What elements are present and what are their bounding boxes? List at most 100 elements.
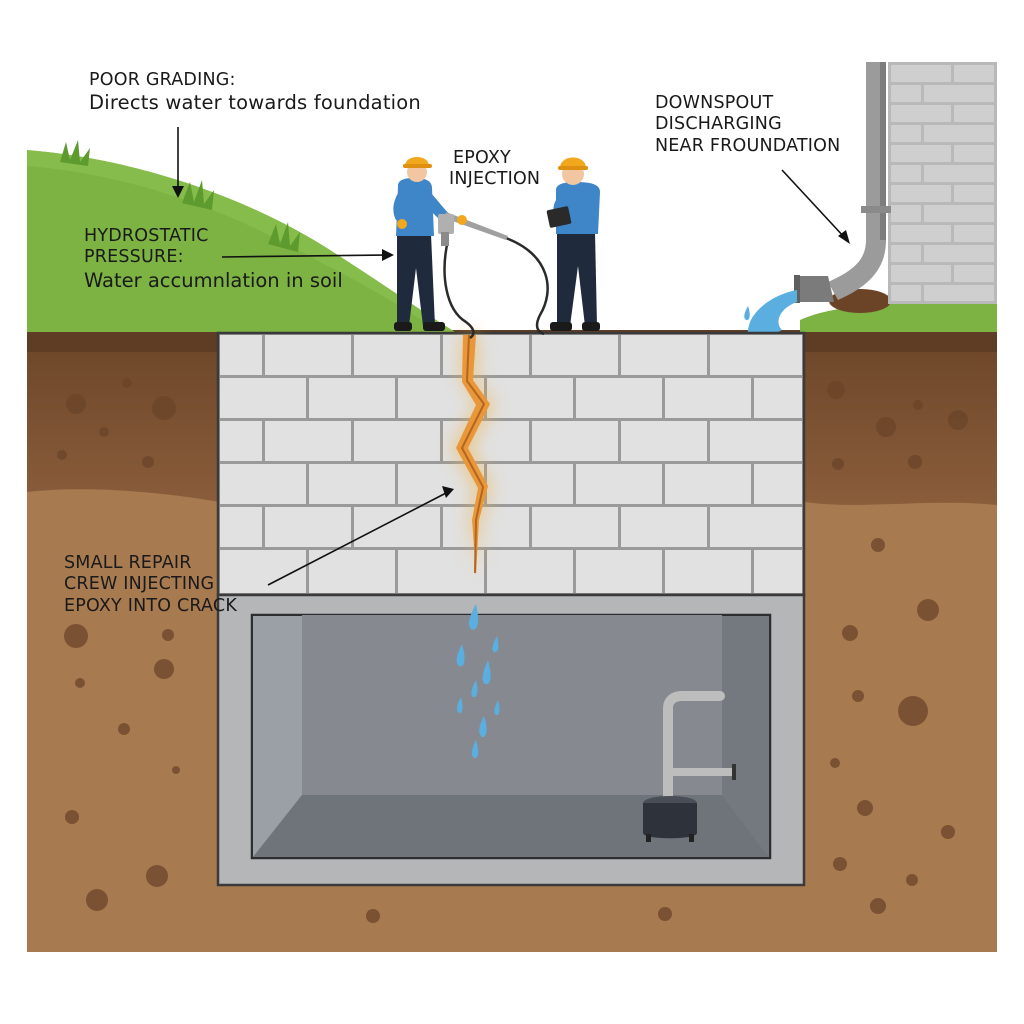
poor-grading-detail: Directs water towards foundation — [89, 91, 421, 115]
label-hydrostatic-pressure: HYDROSTATIC PRESSURE: Water accumnlation… — [84, 226, 343, 292]
worker-legs — [397, 234, 435, 326]
block — [754, 378, 802, 418]
pebble — [658, 907, 672, 921]
brick — [891, 285, 921, 301]
worker-injecting — [393, 157, 508, 331]
brick — [891, 225, 951, 242]
block — [265, 507, 351, 547]
water-drop-icon — [471, 680, 478, 698]
grass-strip-right — [800, 302, 997, 332]
pebble — [871, 538, 885, 552]
foundation-block-wall — [216, 331, 806, 597]
pebble — [948, 410, 968, 430]
brick — [891, 205, 921, 222]
block — [220, 421, 262, 461]
block — [710, 507, 802, 547]
block — [621, 335, 707, 375]
brick — [954, 225, 994, 242]
pebble — [122, 378, 132, 388]
block — [354, 421, 440, 461]
grass-slope — [27, 150, 455, 332]
pebble — [64, 624, 88, 648]
block — [220, 335, 262, 375]
brick — [924, 85, 994, 102]
water-drop-icon — [479, 716, 487, 738]
pebble — [876, 417, 896, 437]
arrow-head — [382, 249, 394, 261]
sump-pipe-cap — [732, 764, 736, 780]
block — [487, 464, 573, 504]
pebble — [154, 659, 174, 679]
block — [621, 421, 707, 461]
house-brick-wall — [888, 62, 997, 304]
repair-crew-line2: CREW INJECTING — [64, 574, 215, 595]
pebble — [65, 810, 79, 824]
worker-supervisor — [546, 157, 600, 331]
water-drop-icon — [468, 604, 479, 630]
epoxy-hoses — [443, 236, 549, 340]
block — [754, 464, 802, 504]
label-poor-grading: POOR GRADING: Directs water towards foun… — [89, 70, 421, 115]
water-drop-icon — [456, 697, 463, 714]
label-repair-crew: SMALL REPAIR CREW INJECTING EPOXY INTO C… — [64, 553, 237, 617]
block — [220, 378, 306, 418]
block — [754, 550, 802, 593]
epoxy-gun-icon — [397, 212, 508, 246]
block — [265, 421, 351, 461]
grass-tuft — [60, 140, 90, 166]
pebble — [852, 690, 864, 702]
hydrostatic-detail: Water accumnlation in soil — [84, 268, 343, 292]
downspout-vertical-shade — [880, 62, 886, 242]
pebble — [86, 889, 108, 911]
repair-crew-line1: SMALL REPAIR — [64, 553, 192, 573]
block — [443, 335, 529, 375]
brick — [954, 105, 994, 122]
water-drop-icon — [494, 700, 500, 716]
block — [532, 421, 618, 461]
pebble — [118, 723, 130, 735]
tablet-icon — [546, 206, 572, 228]
epoxy-injection-line2: INJECTION — [449, 169, 541, 190]
epoxy-gun-grip — [441, 232, 449, 246]
pebble — [366, 909, 380, 923]
downspout-line3: NEAR FROUNDATION — [655, 135, 841, 156]
wall-crack — [452, 334, 494, 575]
callout-arrows — [177, 127, 846, 586]
block — [532, 507, 618, 547]
brick — [924, 285, 994, 301]
grass-tuft — [268, 222, 300, 252]
block — [220, 507, 262, 547]
downspout-line1: DOWNSPOUT — [655, 93, 774, 113]
water-drop-icon — [471, 740, 479, 759]
downspout-line2: DISCHARGING — [655, 114, 782, 135]
pebble — [833, 857, 847, 871]
worker-boot — [582, 322, 600, 331]
brick — [954, 185, 994, 202]
pebble — [906, 874, 918, 886]
pebble — [66, 394, 86, 414]
sump-pump-body — [643, 803, 697, 839]
epoxy-injection-line1: EPOXY — [453, 148, 511, 168]
brick — [891, 145, 951, 162]
downspout-outlet-rim — [794, 275, 800, 303]
downspout-icon — [794, 62, 891, 303]
worker-glove — [397, 219, 407, 229]
grass-tufts — [60, 140, 300, 252]
water-drop-icon — [482, 660, 491, 685]
brick — [891, 245, 921, 262]
pebble — [152, 396, 176, 420]
brick — [954, 265, 994, 282]
wall-blocks — [220, 335, 802, 593]
pebble — [870, 898, 886, 914]
pebble — [75, 678, 85, 688]
brick — [924, 205, 994, 222]
block — [710, 421, 802, 461]
arrow-downspout — [781, 169, 846, 239]
block — [576, 550, 662, 593]
repair-crew-line3: EPOXY INTO CRACK — [64, 595, 238, 616]
sump-pump-foot — [646, 834, 651, 842]
tablet — [546, 206, 572, 228]
downspout-outlet — [796, 276, 834, 302]
worker-arm — [584, 194, 598, 220]
block — [220, 464, 306, 504]
